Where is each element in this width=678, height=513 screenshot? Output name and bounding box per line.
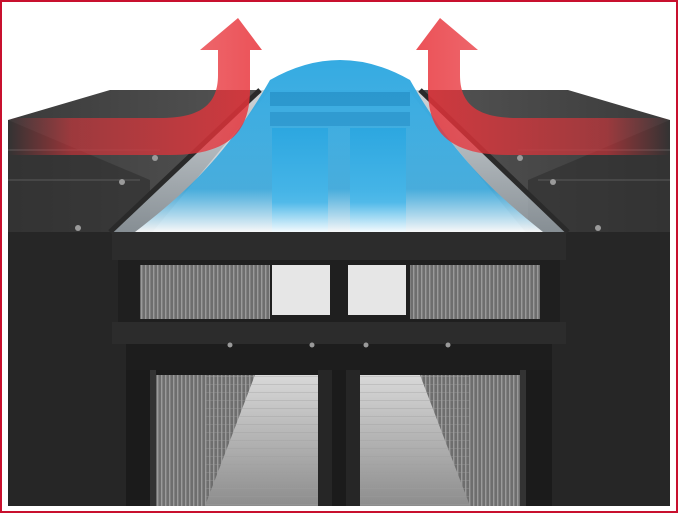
containment-doors <box>126 370 552 506</box>
containment-door-frame <box>112 232 566 370</box>
